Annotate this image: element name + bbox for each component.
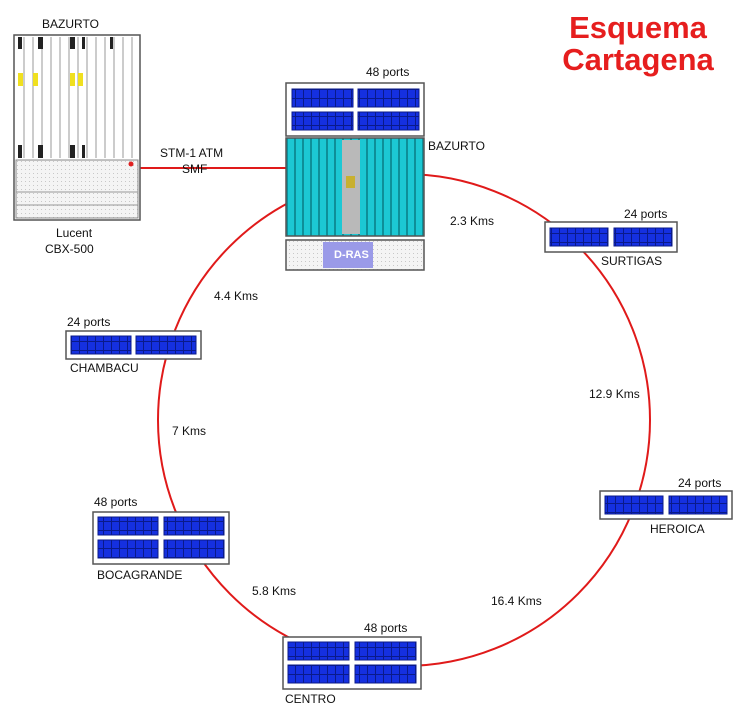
bocagrande-name-label: BOCAGRANDE: [97, 568, 183, 582]
heroica-name-label: HEROICA: [650, 522, 705, 536]
distance-label: 16.4 Kms: [491, 594, 542, 608]
diagram-title-line2: Cartagena: [562, 42, 714, 77]
dras-module-label: D-RAS: [334, 249, 369, 261]
centro-ports-label: 48 ports: [364, 621, 408, 635]
chambacu-name-label: CHAMBACU: [70, 361, 139, 375]
surtigas-ports-label: 24 ports: [624, 207, 668, 221]
centro-name-label: CENTRO: [285, 692, 336, 706]
hub-name-label: BAZURTO: [428, 139, 485, 153]
chambacu-ports-label: 24 ports: [67, 315, 111, 329]
distance-label: 2.3 Kms: [450, 214, 495, 228]
distance-label: 7 Kms: [172, 424, 207, 438]
node-chambacu-panel: [65, 330, 202, 360]
bocagrande-ports-label: 48 ports: [94, 495, 138, 509]
distance-label: 12.9 Kms: [589, 387, 640, 401]
lucent-name-line2: CBX-500: [45, 242, 94, 256]
dras-module: [285, 239, 425, 271]
node-centro-panel: [282, 636, 422, 690]
heroica-ports-label: 24 ports: [678, 476, 722, 490]
hub-port-panel: [285, 82, 425, 137]
distance-label: 5.8 Kms: [252, 584, 297, 598]
link-label-line1: STM-1 ATM: [160, 146, 224, 160]
lucent-name-line1: Lucent: [56, 226, 93, 240]
distance-label: 4.4 Kms: [214, 289, 259, 303]
hub-chassis: [285, 137, 425, 237]
node-surtigas-panel: [544, 221, 678, 253]
node-heroica-panel: [599, 490, 733, 520]
lucent-cbx500-chassis: [13, 34, 141, 221]
lucent-site-label: BAZURTO: [42, 17, 99, 31]
diagram-title-line1: Esquema: [569, 10, 707, 45]
hub-ports-label: 48 ports: [366, 65, 410, 79]
surtigas-name-label: SURTIGAS: [601, 254, 663, 268]
node-bocagrande-panel: [92, 511, 230, 565]
link-label-line2: SMF: [182, 162, 208, 176]
